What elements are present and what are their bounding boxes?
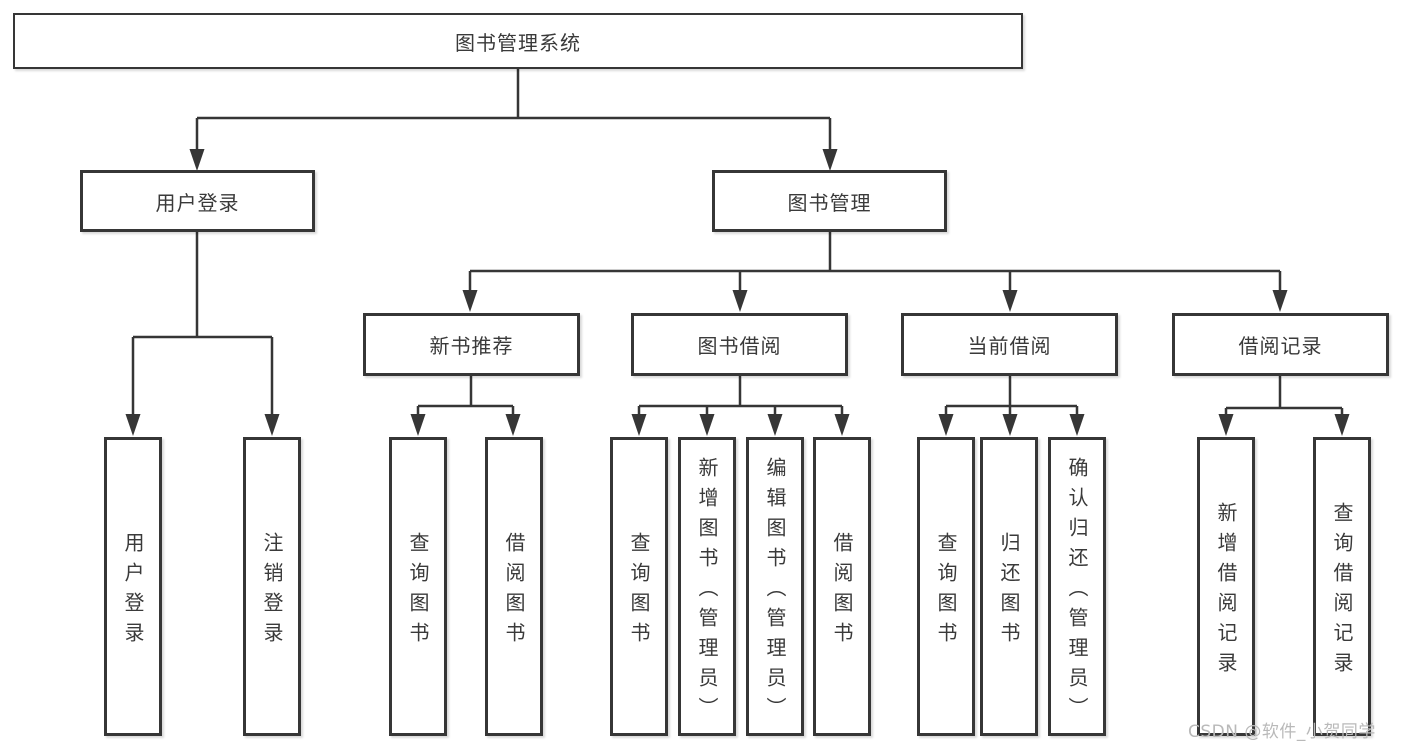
node-user-login-label: 用户登录 bbox=[155, 190, 240, 215]
leaf-edit-book-admin-label: 编辑图书（管理员） bbox=[763, 456, 787, 727]
leaf-user-login-label: 用户登录 bbox=[121, 531, 145, 652]
leaf-borrow-books: 借阅图书 bbox=[813, 437, 871, 736]
node-borrowing-records-label: 借阅记录 bbox=[1238, 334, 1323, 358]
leaf-query-books-recommend-label: 查询图书 bbox=[406, 531, 430, 652]
node-book-borrowing-label: 图书借阅 bbox=[697, 334, 782, 358]
arrowheads bbox=[125, 149, 1350, 436]
leaf-user-login: 用户登录 bbox=[104, 437, 162, 736]
connector-new-book-recommend-children bbox=[416, 376, 515, 417]
leaf-return-book: 归还图书 bbox=[980, 437, 1038, 736]
node-book-management-label: 图书管理 bbox=[787, 190, 872, 215]
node-library-system-label: 图书管理系统 bbox=[455, 30, 581, 55]
leaf-add-book-admin-label: 新增图书（管理员） bbox=[695, 456, 719, 727]
leaf-edit-book-admin: 编辑图书（管理员） bbox=[746, 437, 804, 736]
leaf-query-books-recommend: 查询图书 bbox=[389, 437, 447, 736]
leaf-query-books-current: 查询图书 bbox=[917, 437, 975, 736]
leaf-add-book-admin: 新增图书（管理员） bbox=[678, 437, 736, 736]
node-borrowing-records: 借阅记录 bbox=[1172, 313, 1389, 376]
leaf-query-books-borrowing-label: 查询图书 bbox=[627, 531, 651, 652]
node-library-system: 图书管理系统 bbox=[13, 13, 1023, 69]
leaf-return-book-label: 归还图书 bbox=[997, 531, 1021, 652]
leaf-borrow-books-recommend: 借阅图书 bbox=[485, 437, 543, 736]
leaf-confirm-return-admin: 确认归还（管理员） bbox=[1048, 437, 1106, 736]
connector-root-to-level1 bbox=[195, 69, 832, 152]
leaf-add-borrow-record: 新增借阅记录 bbox=[1197, 437, 1255, 736]
leaf-query-books-current-label: 查询图书 bbox=[934, 531, 958, 652]
leaf-borrow-books-label: 借阅图书 bbox=[830, 531, 854, 652]
watermark-text: CSDN @软件_小贺同学 bbox=[1188, 722, 1376, 742]
connector-book-management-children bbox=[468, 232, 1282, 293]
node-book-management: 图书管理 bbox=[712, 170, 947, 232]
connector-book-borrowing-children bbox=[637, 376, 844, 417]
leaf-borrow-books-recommend-label: 借阅图书 bbox=[502, 531, 526, 652]
leaf-query-borrow-record: 查询借阅记录 bbox=[1313, 437, 1371, 736]
leaf-query-books-borrowing: 查询图书 bbox=[610, 437, 668, 736]
node-user-login: 用户登录 bbox=[80, 170, 315, 232]
node-new-book-recommend-label: 新书推荐 bbox=[429, 334, 514, 358]
connector-borrowing-records-children bbox=[1224, 376, 1344, 417]
leaf-logout-label: 注销登录 bbox=[260, 531, 284, 652]
node-new-book-recommend: 新书推荐 bbox=[363, 313, 580, 376]
node-current-borrowing-label: 当前借阅 bbox=[967, 334, 1052, 358]
leaf-query-borrow-record-label: 查询借阅记录 bbox=[1330, 501, 1354, 682]
node-current-borrowing: 当前借阅 bbox=[901, 313, 1118, 376]
leaf-confirm-return-admin-label: 确认归还（管理员） bbox=[1065, 456, 1089, 727]
connector-user-login-children bbox=[131, 232, 274, 417]
connector-current-borrowing-children bbox=[944, 376, 1079, 417]
leaf-logout: 注销登录 bbox=[243, 437, 301, 736]
node-book-borrowing: 图书借阅 bbox=[631, 313, 848, 376]
leaf-add-borrow-record-label: 新增借阅记录 bbox=[1214, 501, 1238, 682]
